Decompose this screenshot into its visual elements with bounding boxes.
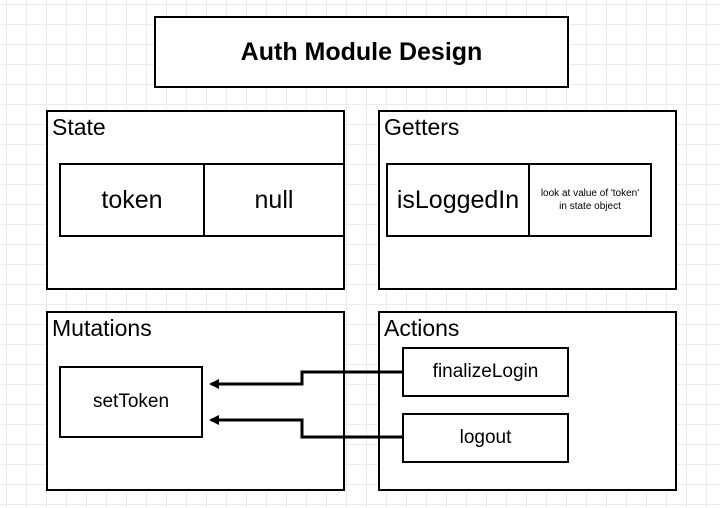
getters-isloggedin-row: isLoggedIn look at value of 'token' in s…: [386, 163, 652, 237]
state-key-cell: token: [101, 185, 163, 214]
getter-description-cell: look at value of 'token' in state object: [530, 165, 650, 235]
getters-label: Getters: [384, 114, 460, 140]
state-label: State: [52, 114, 106, 140]
actions-section: Actions: [378, 311, 677, 491]
getter-description-line2: in state object: [559, 201, 621, 212]
state-token-row: token null: [59, 163, 345, 237]
action-logout-box: logout: [402, 413, 569, 463]
getter-name-cell: isLoggedIn: [396, 185, 520, 214]
mutation-settoken-box: setToken: [59, 366, 203, 438]
mutations-label: Mutations: [52, 315, 152, 341]
getters-row-divider: [528, 165, 530, 235]
actions-label: Actions: [384, 315, 460, 341]
state-value-cell: null: [254, 185, 294, 214]
diagram-title: Auth Module Design: [240, 37, 483, 66]
state-row-divider: [203, 165, 205, 235]
getter-description-line1: look at value of 'token': [540, 188, 640, 199]
diagram-title-box: Auth Module Design: [154, 16, 569, 88]
action-finalizelogin-box: finalizeLogin: [402, 347, 569, 397]
